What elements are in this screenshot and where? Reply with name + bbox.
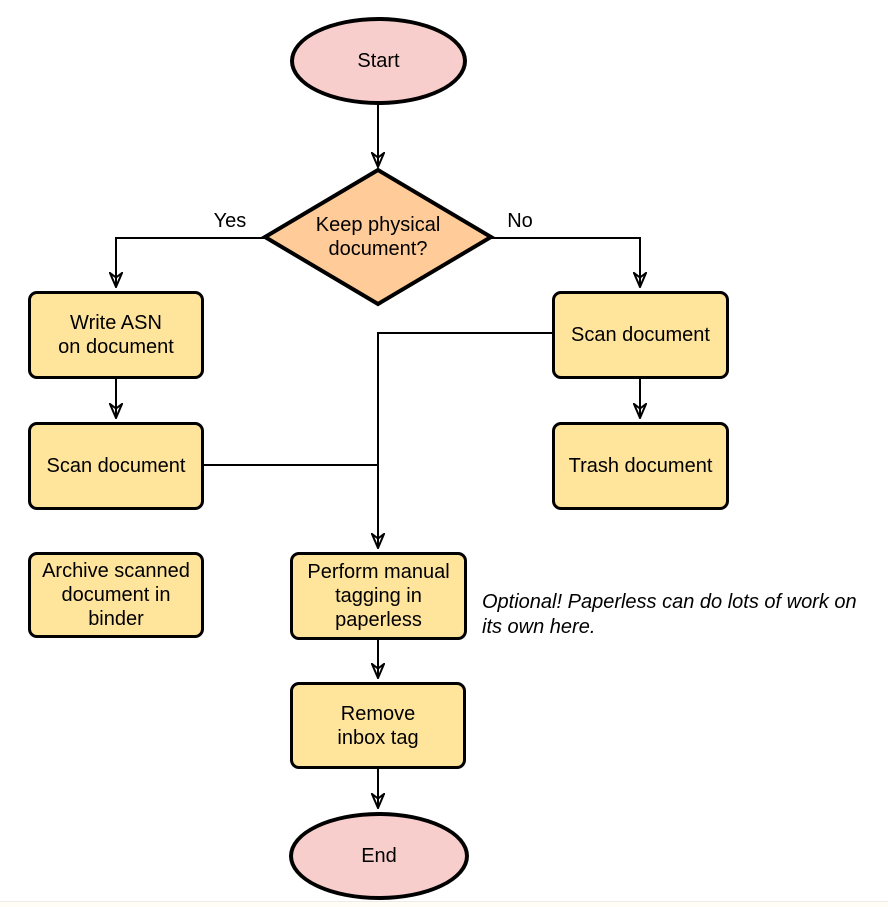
node-manual-tagging-label: Perform manual tagging in paperless: [307, 561, 450, 631]
edge-decision-to-write-asn-yes: [116, 237, 265, 287]
node-scan-document-right: Scan document: [552, 291, 729, 379]
node-scan-document-left: Scan document: [28, 422, 204, 510]
optional-note: Optional! Paperless can do lots of work …: [482, 591, 857, 638]
node-trash-document: Trash document: [552, 422, 729, 510]
edge-scan-right-to-tagging: [378, 332, 552, 548]
node-archive-in-binder: Archive scanned document in binder: [28, 552, 204, 638]
node-trash-document-label: Trash document: [568, 455, 713, 477]
node-decision-label: Keep physical document?: [315, 214, 441, 260]
edge-label-no: No: [507, 210, 533, 232]
node-remove-inbox-tag-label: Remove inbox tag: [337, 702, 419, 749]
node-remove-inbox-tag: Remove inbox tag: [290, 682, 466, 769]
node-end-label: End: [361, 845, 397, 867]
node-start: Start: [290, 17, 467, 105]
node-scan-document-right-label: Scan document: [571, 324, 710, 346]
node-manual-tagging: Perform manual tagging in paperless: [290, 552, 467, 640]
node-archive-in-binder-label: Archive scanned document in binder: [42, 560, 190, 630]
node-start-label: Start: [357, 50, 400, 72]
page-bottom-edge: [0, 901, 888, 907]
node-write-asn: Write ASN on document: [28, 291, 204, 379]
node-write-asn-label: Write ASN on document: [58, 312, 174, 358]
node-end: End: [289, 812, 469, 900]
edge-label-yes: Yes: [213, 210, 247, 232]
node-decision-label-box: Keep physical document?: [286, 209, 470, 265]
node-scan-document-left-label: Scan document: [46, 455, 186, 477]
decision-diamond: [261, 167, 495, 307]
edge-decision-to-scan-right-no: [491, 237, 640, 287]
